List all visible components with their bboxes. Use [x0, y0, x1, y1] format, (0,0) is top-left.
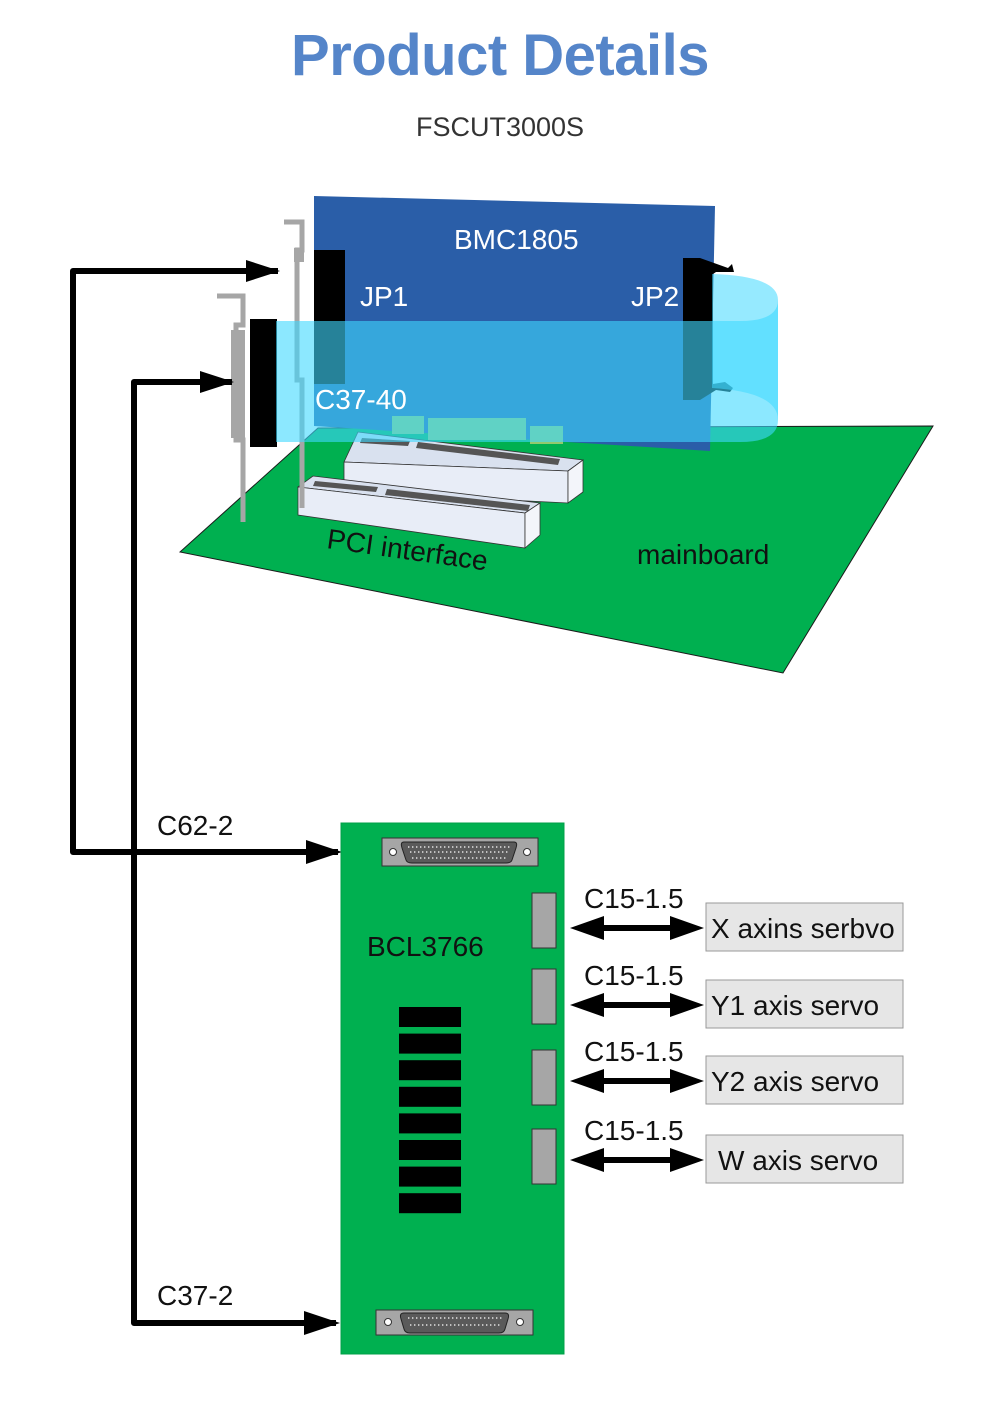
servo-label: X axins serbvo: [711, 913, 895, 944]
arrow-left-icon: [570, 916, 604, 940]
servo-label: Y1 axis servo: [711, 990, 879, 1021]
servo-cable-label: C15-1.5: [584, 1036, 684, 1067]
relay: [399, 1113, 461, 1134]
db62-port: [381, 837, 539, 867]
relay: [399, 1060, 461, 1081]
page-title: Product Details: [291, 23, 709, 88]
c37-40-connector: [250, 319, 277, 447]
relay: [399, 1166, 461, 1187]
arrow-to-c62-port: [306, 840, 342, 864]
ribbon-cable-loop: [712, 274, 778, 420]
arrow-to-c37-connector: [200, 371, 234, 393]
relay-bank: [399, 1007, 461, 1214]
bracket-front: [217, 293, 246, 522]
arrow-to-jp1: [246, 260, 280, 282]
arrow-right-icon: [670, 993, 704, 1017]
cable-c62-2-line: [70, 268, 338, 855]
product-model: FSCUT3000S: [415, 112, 585, 142]
db15-port: [531, 968, 557, 1025]
servo-label: Y2 axis servo: [711, 1066, 879, 1097]
arrow-right-icon: [670, 916, 704, 940]
relay: [399, 1007, 461, 1027]
cable-c37-2-label: C37-2: [157, 1280, 233, 1311]
arrow-left-icon: [570, 1148, 604, 1172]
relay: [399, 1193, 461, 1214]
db15-port: [531, 1128, 557, 1185]
pci-slot-front: [296, 475, 542, 549]
arrow-left-icon: [570, 1069, 604, 1093]
card-name-label: BMC1805: [454, 224, 579, 255]
db15-port: [531, 1049, 557, 1106]
arrow-to-c37-port: [304, 1311, 340, 1335]
cable-c62-2-label: C62-2: [157, 810, 233, 841]
relay: [399, 1086, 461, 1107]
jp2-label: JP2: [631, 281, 679, 312]
servo-row: C15-1.5 Y1 axis servo: [531, 960, 904, 1029]
servo-cable-label: C15-1.5: [584, 883, 684, 914]
servo-cable-label: C15-1.5: [584, 960, 684, 991]
cable-c37-40-label: C37-40: [315, 384, 407, 415]
servo-row: C15-1.5 Y2 axis servo: [531, 1036, 904, 1106]
servo-box: [705, 1134, 904, 1184]
mainboard-label: mainboard: [637, 539, 769, 570]
db15-port: [531, 892, 557, 949]
servo-box: [705, 1055, 904, 1105]
arrow-right-icon: [670, 1069, 704, 1093]
bcl3766-label: BCL3766: [367, 931, 484, 962]
servo-cable-label: C15-1.5: [584, 1115, 684, 1146]
relay: [399, 1140, 461, 1160]
servo-row: C15-1.5 W axis servo: [531, 1115, 904, 1185]
relay: [399, 1033, 461, 1054]
servo-box: [705, 979, 904, 1029]
jp1-label: JP1: [360, 281, 408, 312]
db37-port: [375, 1309, 534, 1336]
servo-row: C15-1.5 X axins serbvo: [531, 883, 904, 952]
arrow-left-icon: [570, 993, 604, 1017]
servo-box: [705, 902, 904, 952]
arrow-right-icon: [670, 1148, 704, 1172]
cable-c37-2-line: [131, 379, 336, 1326]
ribbon-cable: [276, 300, 778, 442]
servo-label: W axis servo: [718, 1145, 878, 1176]
